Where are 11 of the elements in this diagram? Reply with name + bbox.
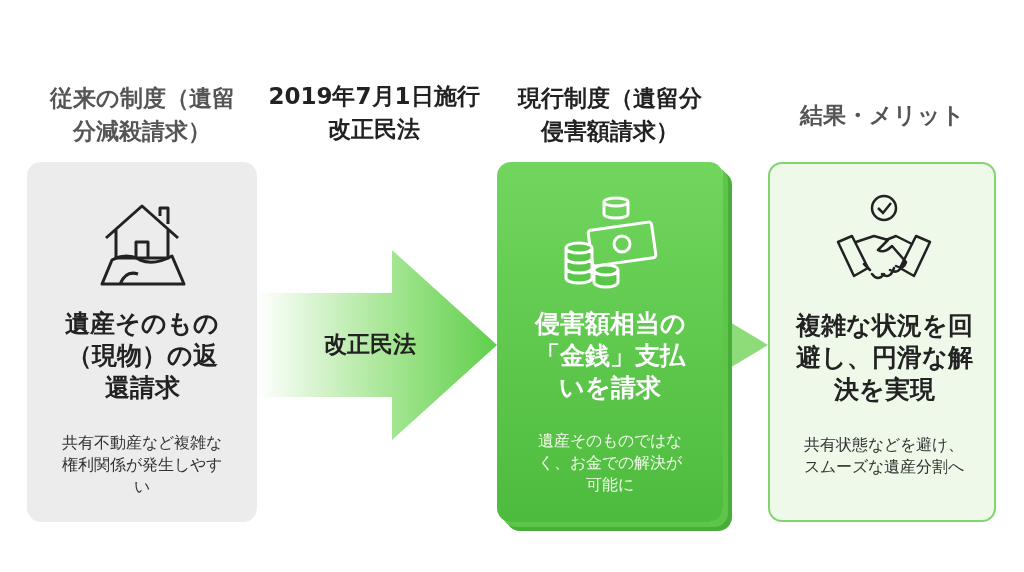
card-title: 侵害額相当の「金銭」支払いを請求 bbox=[533, 308, 687, 404]
column-heading: 2019年7月1日施行改正民法 bbox=[267, 82, 481, 144]
column-heading: 結果・メリット bbox=[798, 100, 966, 130]
card-title: 複雑な状況を回避し、円滑な解決を実現 bbox=[794, 310, 974, 406]
edge-label: 改正民法 bbox=[323, 330, 417, 359]
card-text: 共有不動産など複雑な権利関係が発生しやすい bbox=[61, 433, 223, 498]
column-heading: 従来の制度（遺留分減殺請求） bbox=[48, 84, 236, 146]
card-title: 遺産そのもの（現物）の返還請求 bbox=[64, 308, 220, 404]
card-text: 共有状態などを避け、スムーズな遺産分割へ bbox=[803, 435, 965, 478]
card-text: 遺産そのものではなく、お金での解決が可能に bbox=[537, 431, 683, 496]
column-heading: 現行制度（遺留分侵害額請求） bbox=[516, 84, 703, 146]
